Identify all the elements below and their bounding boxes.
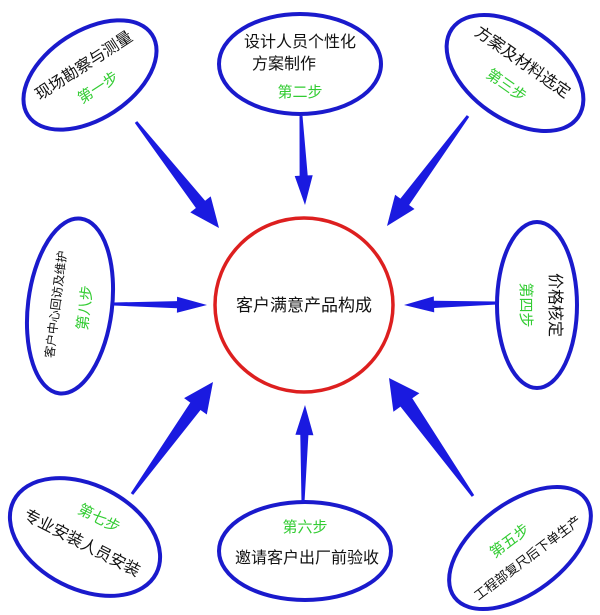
step-3-ellipse [444,12,586,134]
step-6-ellipse [217,500,393,602]
step-4-text: 价格核定 [546,273,565,337]
step-5-ellipse [447,484,593,612]
step-6-text: 邀请客户出厂前验收 [235,548,379,567]
arrow-step-8 [113,296,207,313]
center-label: 客户满意产品构成 [236,296,372,316]
step-node-7: 第七步 专业安装人员安装 [7,476,163,598]
step-node-5: 第五步 工程部复尺后下单生产 [447,484,593,612]
step-7-ellipse [7,476,163,598]
arrow-step-1 [134,121,219,228]
step-2-text-line1: 设计人员个性化 [244,32,356,51]
step-4-ellipse [495,220,579,390]
step-1-ellipse [21,18,159,132]
center-node: 客户满意产品构成 [213,216,395,394]
step-6-step: 第六步 [282,518,327,536]
arrow-step-2 [294,115,313,205]
arrow-step-3 [387,115,470,226]
step-node-1: 现场勘察与测量 第一步 [21,18,159,132]
arrow-step-6 [295,405,314,502]
step-4-step: 第四步 [517,282,535,327]
step-2-ellipse [217,12,383,116]
step-2-text-line2: 方案制作 [252,54,316,73]
step-node-2: 设计人员个性化 方案制作 第二步 [217,12,383,116]
arrow-step-7 [130,382,213,495]
step-8-step: 第八步 [73,284,96,331]
step-node-6: 第六步 邀请客户出厂前验收 [217,500,393,602]
step-2-step: 第二步 [277,83,322,101]
arrows [113,115,497,502]
step-8-ellipse [24,216,116,396]
arrow-step-4 [404,296,497,313]
step-node-3: 方案及材料选定 第三步 [444,12,586,134]
center-ring [213,216,395,394]
arrow-step-5 [389,378,475,497]
step-node-8: 客户中心回访及维护 第八步 [24,216,116,396]
step-node-4: 价格核定 第四步 [495,220,579,390]
